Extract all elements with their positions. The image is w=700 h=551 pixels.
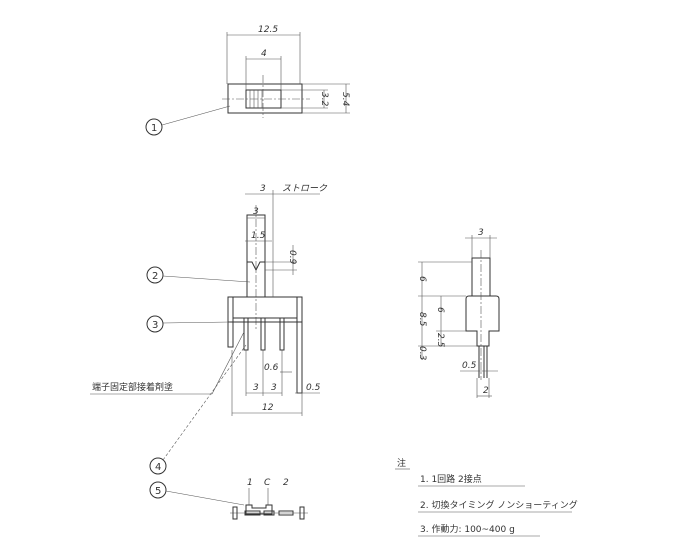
- side-view: 3 6 8.5 6 2.5 0.3 0.5 2: [417, 228, 500, 398]
- note-2: 2. 切換タイミング ノンショーティング: [420, 499, 578, 511]
- side-dim-pin: 0.5: [462, 361, 477, 371]
- dim-leg: 0.5: [306, 383, 321, 393]
- callout-4: 4: [155, 462, 161, 473]
- pin-2: [279, 317, 285, 351]
- right-leg: [296, 296, 303, 394]
- dim-notch: 0.9: [287, 250, 297, 265]
- note-3: 3. 作動力: 100~400 g: [420, 523, 515, 535]
- dim-pitch-1: 3: [253, 383, 259, 393]
- side-lever: [471, 257, 491, 297]
- dim-height: 5.4: [340, 92, 350, 107]
- dim-slider: 4: [261, 49, 267, 59]
- notes: 注 1. 1回路 2接点 2. 切換タイミング ノンショーティング 3. 作動力…: [395, 457, 578, 537]
- side-dim-body-h: 6: [435, 307, 445, 313]
- side-dim-lever: 3: [478, 228, 484, 238]
- dim-slider-h: 3.2: [319, 92, 329, 107]
- dim-lever-tip: 1.5: [251, 231, 266, 241]
- pin-label-2: 2: [283, 478, 289, 488]
- callout-2: 2: [152, 271, 158, 282]
- dim-width: 12.5: [258, 25, 278, 35]
- dim-body: 12: [262, 403, 274, 413]
- side-dim-body: 8.5: [417, 312, 427, 327]
- dim-stroke: 3: [260, 184, 266, 194]
- side-dim-gap: 0.3: [417, 346, 427, 361]
- terminal-view: 5 1 C 2: [149, 478, 308, 520]
- side-body: [465, 295, 500, 347]
- side-dim-neck: 2.5: [435, 333, 445, 348]
- top-body-outline: [227, 83, 303, 114]
- fix-note: 端子固定部接着剤塗: [92, 381, 173, 393]
- notes-heading: 注: [397, 457, 406, 469]
- lever: [246, 214, 266, 298]
- top-view: 12.5 4 3.2 5.4 1: [145, 25, 350, 136]
- callout-3: 3: [152, 320, 158, 331]
- stroke-label: ストローク: [282, 183, 328, 194]
- pin-label-c: C: [264, 478, 271, 488]
- dim-lever: 3: [253, 207, 259, 217]
- callout-1: 1: [151, 123, 157, 134]
- side-dim-lever-h: 6: [417, 276, 427, 282]
- front-view: 3 ストローク 3 1.5 0.9 0.6 3 3 0.5 12 2 3 端子固…: [90, 183, 328, 475]
- pin-label-1: 1: [247, 478, 253, 488]
- side-dim-pin-w: 2: [483, 386, 489, 396]
- note-1: 1. 1回路 2接点: [420, 473, 482, 485]
- dim-pitch-2: 3: [271, 383, 277, 393]
- dim-pin: 0.6: [264, 363, 279, 373]
- callout-5: 5: [155, 486, 161, 497]
- pin-c: [260, 317, 266, 351]
